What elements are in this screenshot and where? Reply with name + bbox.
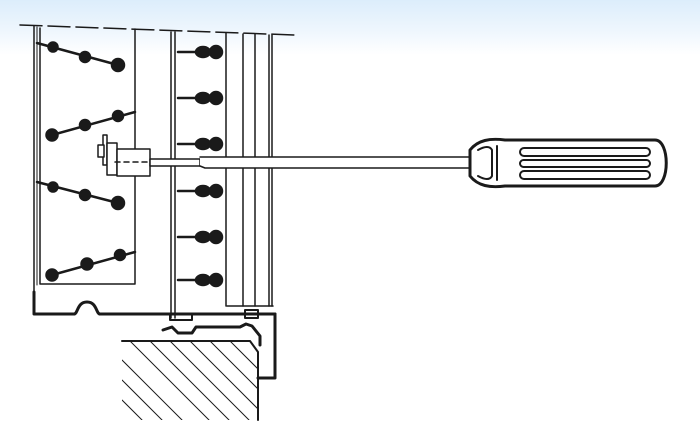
screwdriver: [199, 137, 668, 189]
middle-divider: [170, 31, 176, 319]
break-line: [19, 24, 296, 36]
left-panel: [32, 25, 277, 380]
right-column: [225, 32, 274, 307]
screwdriver-shaft: [199, 156, 471, 169]
fastener: [97, 134, 201, 177]
base-profile: [32, 290, 277, 316]
mounting-clip: [161, 322, 262, 347]
right-terminal-pegs: [176, 44, 224, 288]
hatched-base-block: [121, 340, 259, 421]
left-connector-rows: [35, 41, 137, 282]
